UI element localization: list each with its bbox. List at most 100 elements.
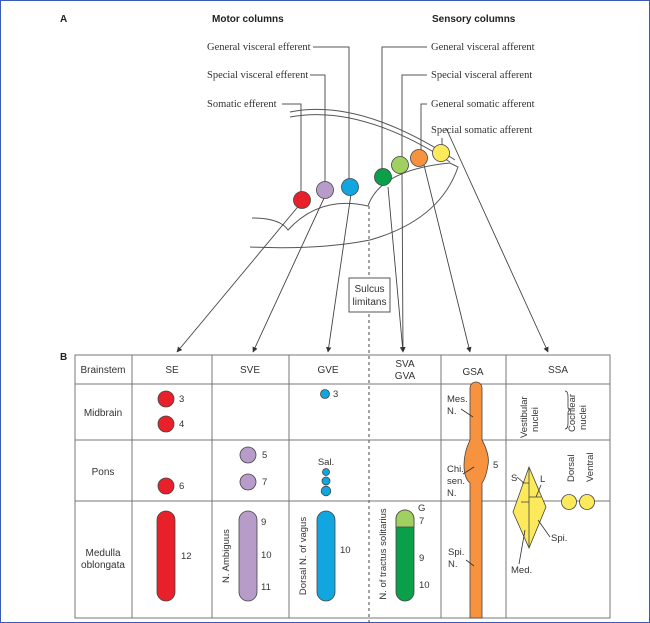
panel-b-letter: B: [60, 352, 67, 363]
gsa-num-5: 5: [493, 460, 498, 471]
gve-nuclei: [316, 389, 336, 602]
nts-g-label: G: [418, 503, 425, 514]
gsa-spi-1: Spi.: [448, 547, 464, 558]
arrow-ssa: [445, 127, 549, 353]
nts-num-9: 9: [419, 553, 424, 564]
se-nucleus-3: [157, 390, 175, 408]
table-grid: [74, 354, 611, 619]
sve-nuclei: [238, 446, 258, 602]
dot-general-somatic-afferent: [410, 149, 428, 167]
ssa-med-label: Med.: [511, 565, 532, 576]
gsa-mes-1: Mes.: [447, 394, 468, 405]
nts-gustatory-part: [395, 509, 415, 528]
cochlear-brace: [564, 390, 572, 430]
gsa-chi-2: sen.: [447, 476, 465, 487]
sve-num-11: 11: [261, 582, 271, 593]
sve-name: N. Ambiguus: [221, 529, 232, 583]
ssa-cochlear-1: Cochlear: [567, 394, 578, 432]
sve-nucleus-ambiguus: [238, 510, 258, 602]
label-gsa: General somatic afferent: [431, 99, 535, 110]
sve-nucleus-5: [239, 446, 257, 464]
dot-general-visceral-efferent: [341, 178, 359, 196]
label-sva: Special visceral afferent: [431, 70, 532, 81]
se-nuclei: [156, 390, 176, 602]
gve-sal-3: [320, 485, 332, 497]
arrow-gsa: [423, 164, 472, 353]
sve-num-5: 5: [262, 450, 267, 461]
se-num-6: 6: [179, 481, 184, 492]
row-oblongata: oblongata: [81, 560, 125, 571]
se-num-12: 12: [181, 551, 192, 562]
column-dots: [293, 144, 450, 209]
sve-num-7: 7: [262, 477, 267, 488]
nts-name: N. of tractus solitarius: [378, 508, 389, 600]
ventral-cochlear-nucleus: [579, 494, 595, 510]
ssa-spi-leader: [537, 519, 551, 538]
se-nucleus-4: [157, 415, 175, 433]
arrow-sve: [252, 195, 326, 353]
ssa-dorsal: Dorsal: [566, 455, 577, 482]
brainstem-outline: [249, 108, 459, 249]
label-se: Somatic efferent: [207, 99, 277, 110]
gve-num-10: 10: [340, 545, 351, 556]
gsa-spi-2: N.: [448, 559, 458, 570]
motor-leader-lines: [282, 46, 350, 193]
se-nucleus-6: [157, 477, 175, 495]
arrow-sva: [400, 169, 406, 353]
row-pons: Pons: [92, 467, 115, 478]
header-se: SE: [165, 365, 179, 376]
dot-general-visceral-afferent: [374, 168, 392, 186]
header-sve: SVE: [240, 365, 260, 376]
label-sve: Special visceral efferent: [207, 70, 308, 81]
trigeminal-column: [463, 381, 489, 619]
se-num-4: 4: [179, 419, 184, 430]
gsa-mes-2: N.: [447, 406, 457, 417]
ssa-l-label: L: [540, 474, 545, 485]
row-midbrain: Midbrain: [84, 408, 122, 419]
sulcus-label-2: limitans: [353, 297, 387, 308]
gve-nucleus-3: [320, 389, 330, 399]
header-sva: SVA: [395, 359, 415, 370]
gve-num-3: 3: [333, 389, 338, 400]
gsa-chi-1: Chi.: [447, 464, 464, 475]
ssa-vestibular-2: nuclei: [530, 407, 541, 432]
gve-dorsal-vagus: [316, 510, 336, 602]
arrow-gve: [326, 193, 352, 353]
dot-somatic-efferent: [293, 191, 311, 209]
sulcus-label-1: Sulcus: [354, 284, 384, 295]
sve-num-9: 9: [261, 517, 266, 528]
ssa-med-leader: [518, 529, 526, 565]
header-ssa: SSA: [548, 365, 568, 376]
ssa-vestibular-1: Vestibular: [519, 396, 530, 438]
ssa-cochlear-2: nuclei: [578, 405, 589, 430]
ssa-s-label: S: [511, 473, 517, 484]
row-medulla: Medulla: [85, 548, 120, 559]
arrow-gva: [387, 186, 406, 353]
dot-special-visceral-afferent: [391, 156, 409, 174]
gve-name: Dorsal N. of vagus: [298, 517, 309, 595]
sva-gva-nuclei: [395, 509, 415, 602]
gve-sal-2: [321, 476, 331, 486]
column-arrows: [176, 127, 549, 353]
sensory-columns-heading: Sensory columns: [432, 14, 516, 25]
gve-sal-label: Sal.: [318, 457, 334, 468]
sulcus-limitans-box: [348, 277, 391, 313]
ssa-spi-label: Spi.: [551, 533, 567, 544]
label-ssa: Special somatic afferent: [431, 125, 532, 136]
dorsal-cochlear-nucleus: [561, 494, 577, 510]
sve-nucleus-7: [239, 473, 257, 491]
ssa-ventral: Ventral: [585, 452, 596, 482]
label-gve: General visceral efferent: [207, 42, 311, 53]
ssa-s-leader: [516, 476, 525, 484]
vestibular-nuclei: [512, 465, 547, 550]
header-gva: GVA: [395, 371, 416, 382]
cochlear-nuclei: [561, 494, 595, 510]
header-gsa: GSA: [462, 367, 483, 378]
sve-num-10: 10: [261, 550, 272, 561]
nts-num-7: 7: [419, 516, 424, 527]
header-gve: GVE: [317, 365, 338, 376]
motor-columns-heading: Motor columns: [212, 14, 284, 25]
gve-sal-1: [322, 468, 330, 476]
nts-num-10: 10: [419, 580, 430, 591]
